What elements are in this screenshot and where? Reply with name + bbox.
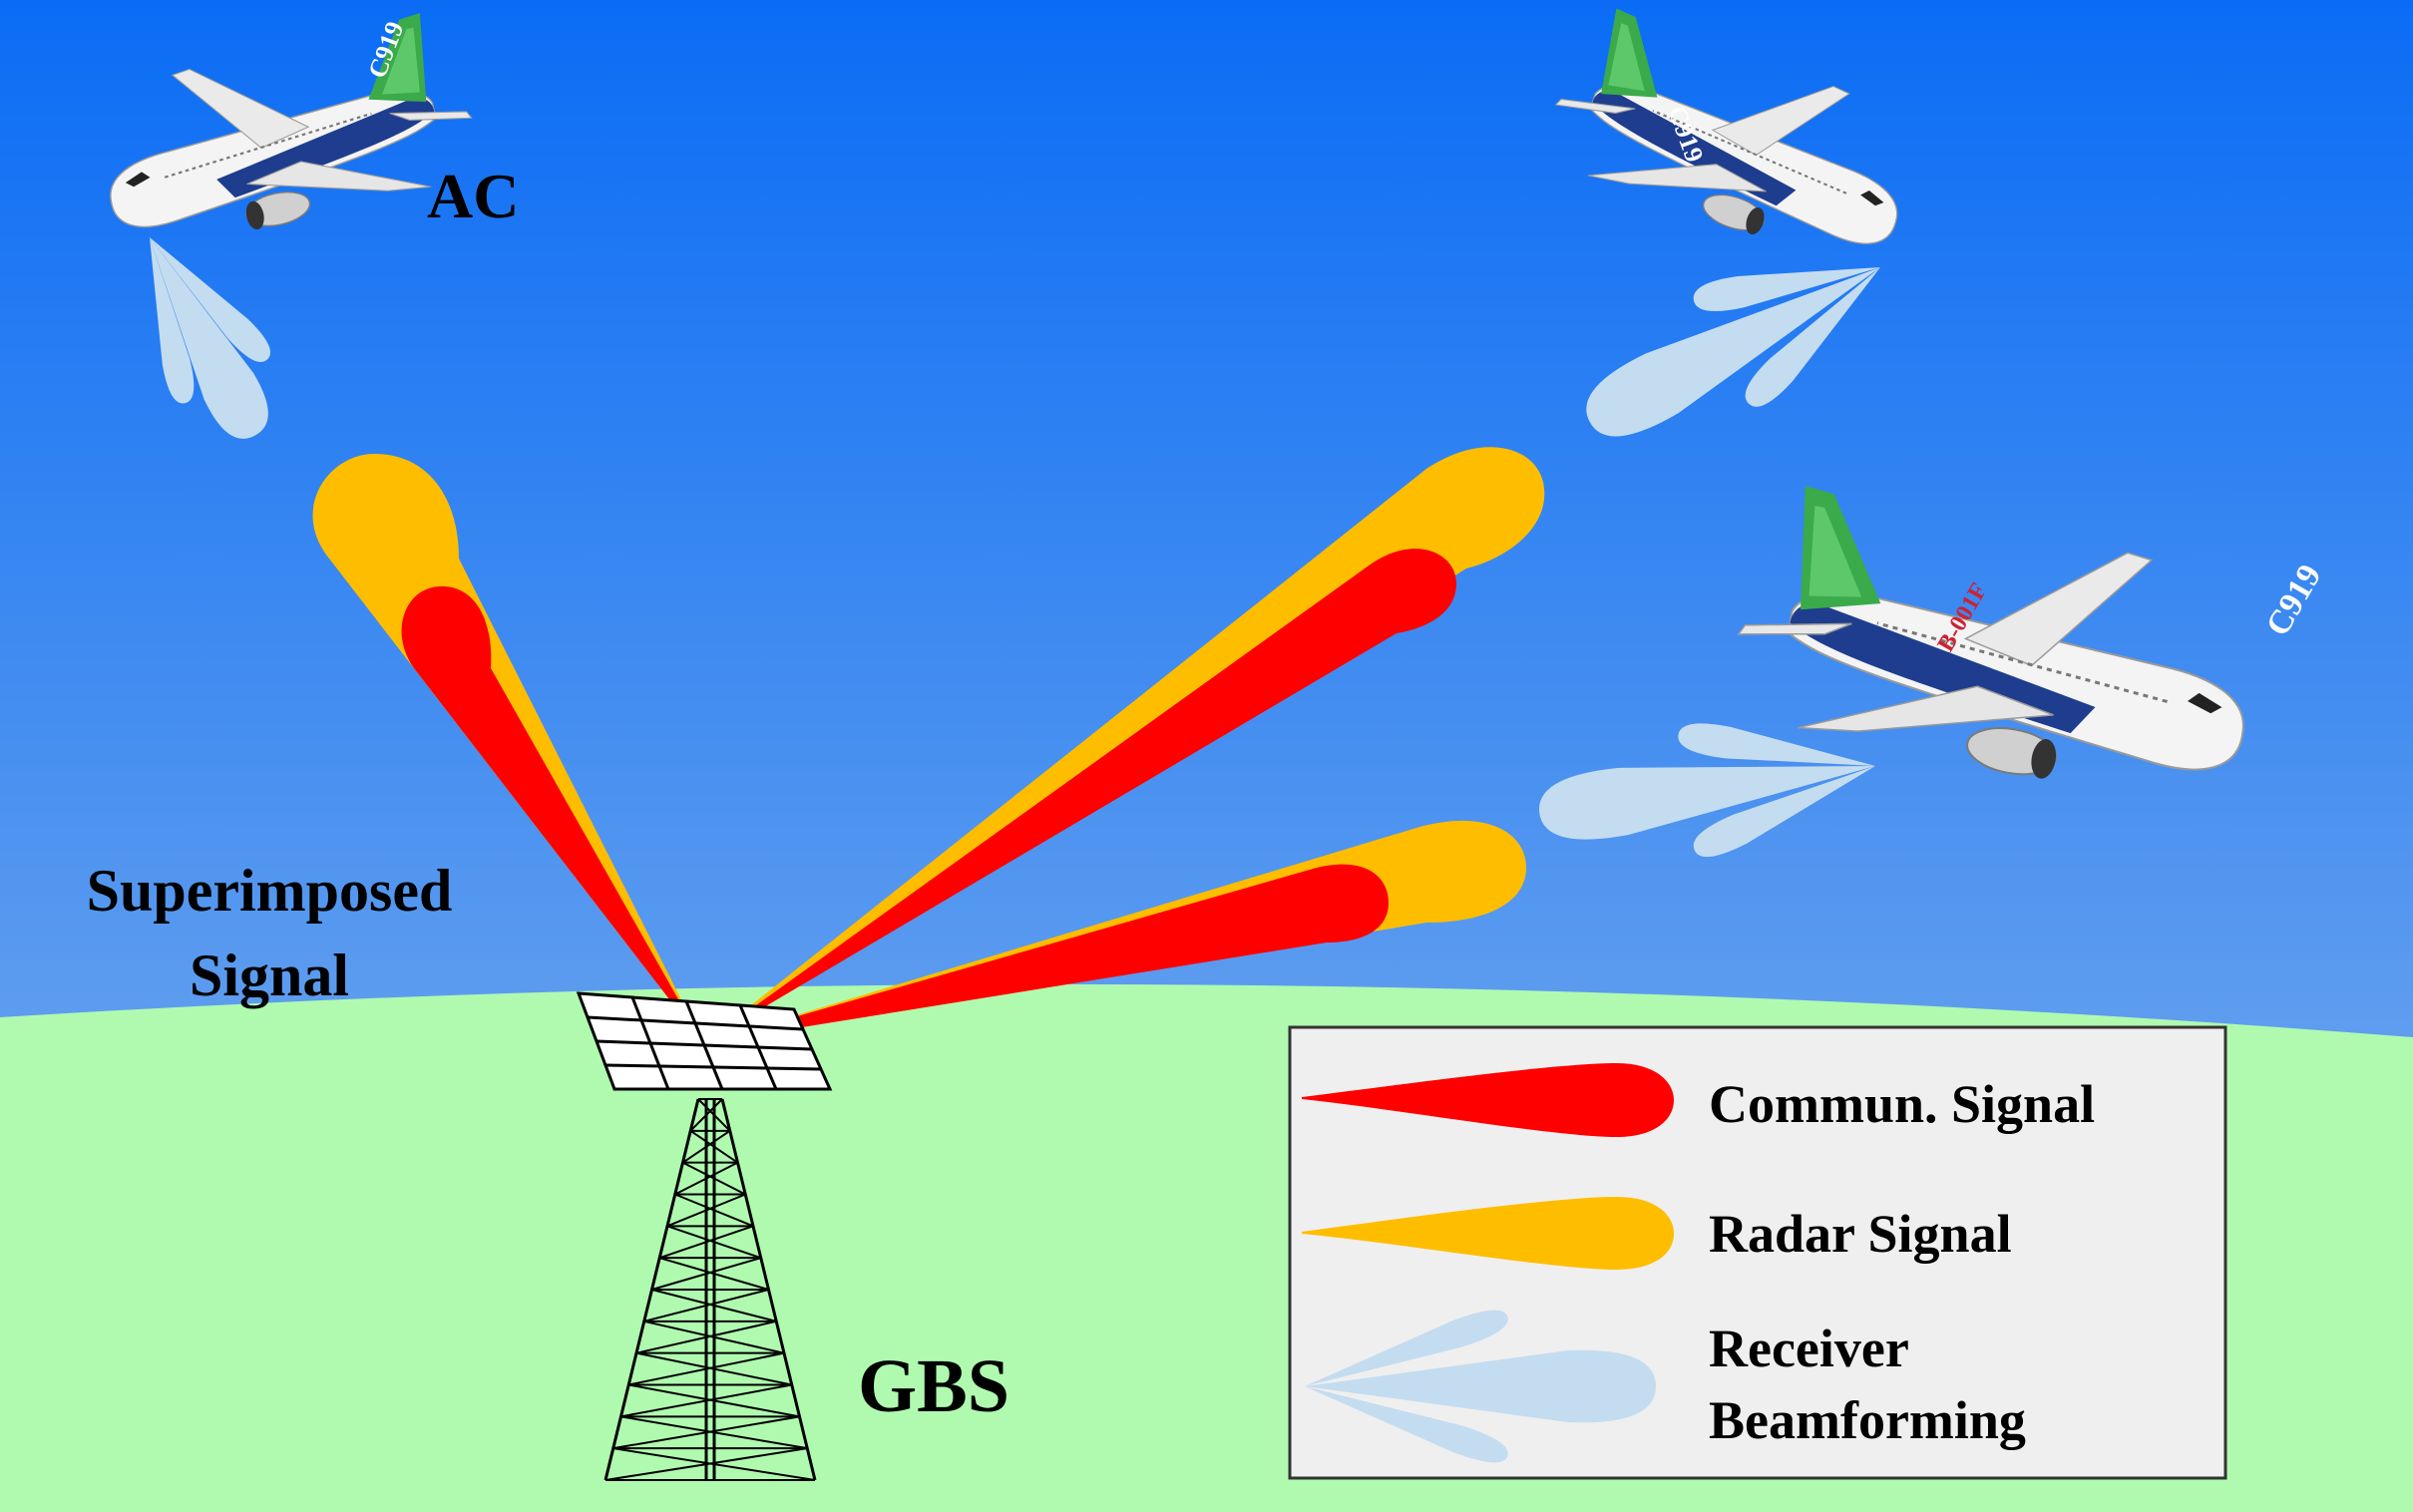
legend-commun-swatch [1302,1063,1674,1137]
receiver-lobe [1305,1386,1508,1463]
lattice-tower-icon [603,1098,817,1481]
legend-radar-swatch [1302,1197,1674,1270]
legend-receiver-swatch [1305,1310,1656,1463]
receiver-lobe [150,237,271,362]
receiver-lobe [1693,267,1880,312]
receiver-lobe [150,237,268,439]
superimposed-label-line1: Superimposed [87,858,453,924]
legend-commun-label: Commun. Signal [1709,1074,2095,1134]
receiver-lobe [1586,267,1880,437]
antenna-array-icon [576,991,833,1091]
receiver-lobe [1305,1310,1508,1386]
commun-beam-upper-right [703,549,1456,1043]
transmit-beams [312,447,1545,1043]
receiver-lobe [1678,723,1875,766]
receiver-beamforming-lobes [150,237,1880,858]
gbs-label: GBS [858,1344,1009,1428]
commun-beam-lower-right [703,864,1389,1043]
legend: Commun. Signal Radar Signal Receiver Bea… [1288,1025,2227,1480]
receiver-lobe [150,237,195,404]
receiver-lobe [1693,766,1875,858]
commun-beam-left [401,585,703,1043]
receiver-lobe [1539,766,1875,840]
receiver-lobe [1745,267,1880,407]
legend-receiver-label-line1: Receiver [1709,1319,1909,1378]
legend-radar-label: Radar Signal [1709,1204,2012,1264]
aircraft-label: AC [427,161,519,231]
receiver-lobe [1305,1349,1656,1423]
legend-receiver-label-line2: Beamforming [1709,1390,2026,1450]
superimposed-label-line2: Signal [190,943,349,1008]
